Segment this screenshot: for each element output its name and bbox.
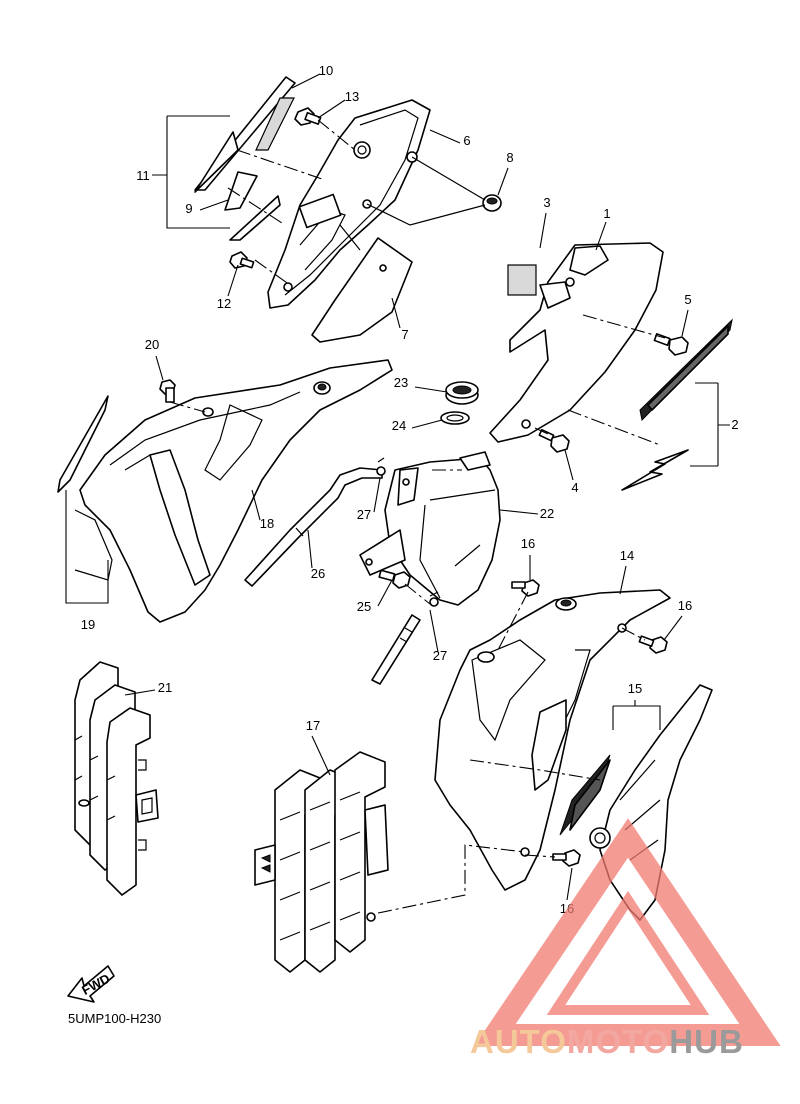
side-cover-1 xyxy=(489,242,664,443)
callout-c13: 13 xyxy=(345,89,359,104)
callout-c27b: 27 xyxy=(433,648,447,663)
callout-c4: 4 xyxy=(571,480,578,495)
gasket-24 xyxy=(440,411,470,425)
callout-c1: 1 xyxy=(603,206,610,221)
watermark-part-moto: MOTO xyxy=(567,1023,669,1060)
decal-11 xyxy=(194,131,239,193)
callout-c6: 6 xyxy=(463,133,470,148)
radiator-guard-21 xyxy=(74,661,159,896)
callout-c5: 5 xyxy=(684,292,691,307)
decal-lower xyxy=(229,195,281,241)
callout-c15: 15 xyxy=(628,681,642,696)
callout-c16b: 16 xyxy=(678,598,692,613)
bolt-16-b xyxy=(638,635,668,654)
decal-9 xyxy=(224,171,258,211)
callout-c11: 11 xyxy=(136,168,150,183)
callout-c26: 26 xyxy=(311,566,325,581)
watermark-triangle-icon xyxy=(474,818,781,1046)
callout-c18: 18 xyxy=(260,516,274,531)
right-cover-group xyxy=(489,242,733,491)
bolt-12 xyxy=(229,251,255,269)
fwd-label: FWD xyxy=(79,971,112,998)
callout-c14: 14 xyxy=(620,548,634,563)
callout-c3: 3 xyxy=(543,195,550,210)
decal-19 xyxy=(57,395,109,493)
side-cover-6 xyxy=(267,99,431,309)
side-cover-group xyxy=(194,76,502,343)
bolt-16-c xyxy=(552,849,581,867)
shroud-group xyxy=(57,359,393,623)
callout-c2: 2 xyxy=(731,417,738,432)
shroud-18 xyxy=(79,359,393,623)
bolt-16-a xyxy=(511,579,540,597)
watermark-part-auto: AUTO xyxy=(470,1023,567,1060)
callout-c19: 19 xyxy=(81,617,95,632)
callout-c20: 20 xyxy=(145,337,159,352)
callout-c22: 22 xyxy=(540,506,554,521)
callout-c7: 7 xyxy=(401,327,408,342)
callout-c21: 21 xyxy=(158,680,172,695)
bolt-5 xyxy=(653,333,689,356)
watermark: AUTOMOTOHUB xyxy=(470,818,781,1060)
watermark-part-hub: HUB xyxy=(669,1023,744,1060)
callout-c24: 24 xyxy=(392,418,406,433)
callout-c10: 10 xyxy=(319,63,333,78)
decal-2-lower xyxy=(621,449,689,491)
callout-c23: 23 xyxy=(394,375,408,390)
callout-c25: 25 xyxy=(357,599,371,614)
callout-c12: 12 xyxy=(217,296,231,311)
svg-text:AUTOMOTOHUB: AUTOMOTOHUB xyxy=(470,1023,744,1060)
decal-3 xyxy=(507,264,537,296)
leader-lines xyxy=(65,73,730,901)
bolt-25 xyxy=(378,569,411,589)
callout-c27a: 27 xyxy=(357,507,371,522)
fwd-arrow: FWD xyxy=(67,965,115,1003)
watermark-inner-triangle-icon xyxy=(546,890,710,1015)
hose-26 xyxy=(244,467,383,587)
bolt-4 xyxy=(538,428,570,453)
bolt-13 xyxy=(294,107,322,126)
right-shroud-group xyxy=(434,579,713,921)
callout-labels: 1234567891011121314151616161718192021222… xyxy=(81,63,739,916)
radiator-guard-17 xyxy=(254,751,526,973)
bolt-20 xyxy=(159,379,176,403)
callout-c8: 8 xyxy=(506,150,513,165)
decal-strip xyxy=(255,97,295,151)
plate-7 xyxy=(311,237,413,343)
callout-c16a: 16 xyxy=(521,536,535,551)
diagram-code: 5UMP100-H230 xyxy=(68,1011,161,1026)
callout-c9: 9 xyxy=(185,201,192,216)
tank-group xyxy=(244,381,501,685)
callout-c17: 17 xyxy=(306,718,320,733)
